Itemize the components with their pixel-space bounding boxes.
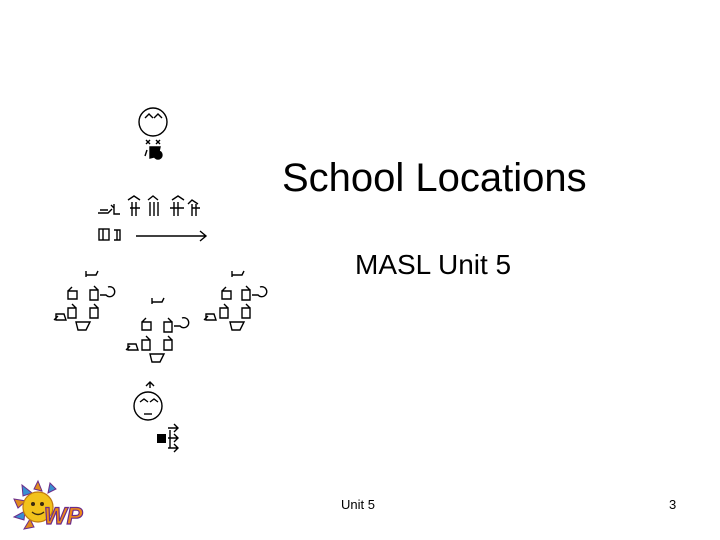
signwriting-sign-sequence-icon [53, 107, 268, 453]
sign-cluster-right-icon [203, 270, 268, 331]
slide-subtitle: MASL Unit 5 [355, 249, 512, 280]
footer-label: Unit 5 [341, 497, 375, 512]
svg-text:WP: WP [44, 503, 84, 530]
sign-hands-row-icon [98, 195, 208, 242]
sun-wp-logo-icon: WP [12, 479, 84, 531]
sign-head-icon [138, 107, 168, 160]
sign-cluster-middle-icon [125, 297, 190, 363]
slide-number: 3 [669, 497, 677, 512]
sign-location-icon [133, 381, 179, 453]
sign-cluster-left-icon [53, 270, 116, 331]
slide-title: School Locations [282, 156, 587, 200]
